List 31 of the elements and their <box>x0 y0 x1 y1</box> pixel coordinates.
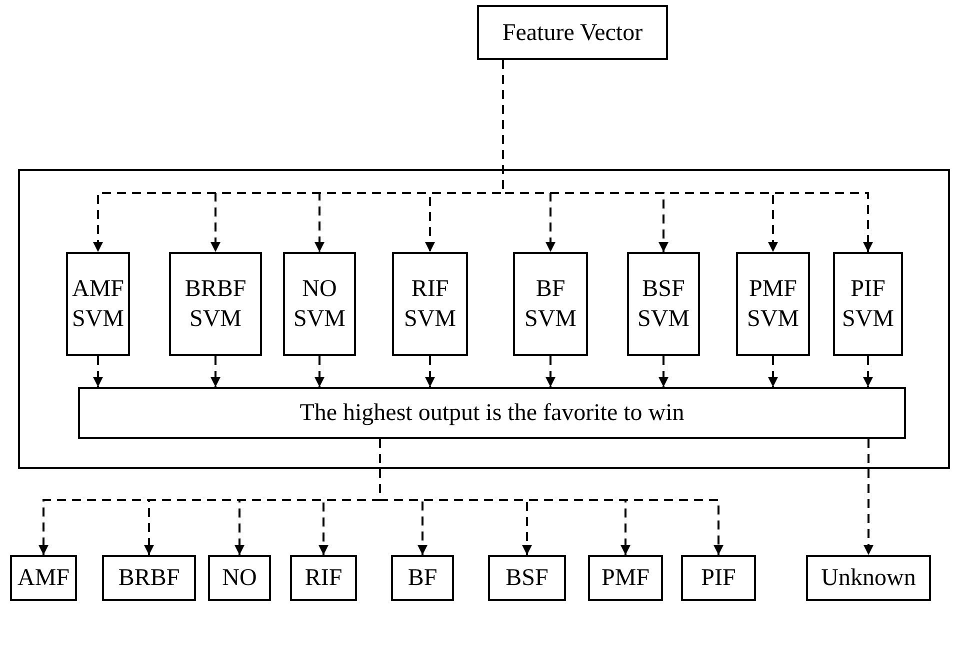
process-box: PMF <box>588 555 663 601</box>
outer-box <box>18 169 950 469</box>
process-box: RIF <box>290 555 357 601</box>
classifier-box: BSF SVM <box>627 252 700 356</box>
process-box: Feature Vector <box>477 5 668 60</box>
process-box: The highest output is the favorite to win <box>78 387 906 439</box>
classifier-box: AMF SVM <box>66 252 130 356</box>
dashed-arrow <box>768 356 778 387</box>
dashed-arrow <box>502 60 873 252</box>
dashed-arrow <box>864 439 874 555</box>
classifier-box: PMF SVM <box>736 252 810 356</box>
process-box: NO <box>208 555 271 601</box>
process-box: AMF <box>10 555 77 601</box>
process-box: BSF <box>488 555 566 601</box>
classifier-box: RIF SVM <box>392 252 468 356</box>
classifier-box: NO SVM <box>283 252 356 356</box>
dashed-arrow <box>210 356 220 387</box>
dashed-arrow <box>863 356 873 387</box>
classifier-box: BRBF SVM <box>169 252 262 356</box>
process-box: BF <box>391 555 454 601</box>
dashed-arrow <box>546 356 556 387</box>
classifier-box: BF SVM <box>513 252 588 356</box>
dashed-arrow <box>93 356 103 387</box>
classifier-box: PIF SVM <box>833 252 903 356</box>
dashed-arrow <box>379 439 724 555</box>
process-box: BRBF <box>102 555 196 601</box>
process-box: Unknown <box>806 555 931 601</box>
dashed-arrow <box>658 356 668 387</box>
process-box: PIF <box>681 555 756 601</box>
dashed-arrow <box>425 356 435 387</box>
dashed-arrow <box>314 356 324 387</box>
